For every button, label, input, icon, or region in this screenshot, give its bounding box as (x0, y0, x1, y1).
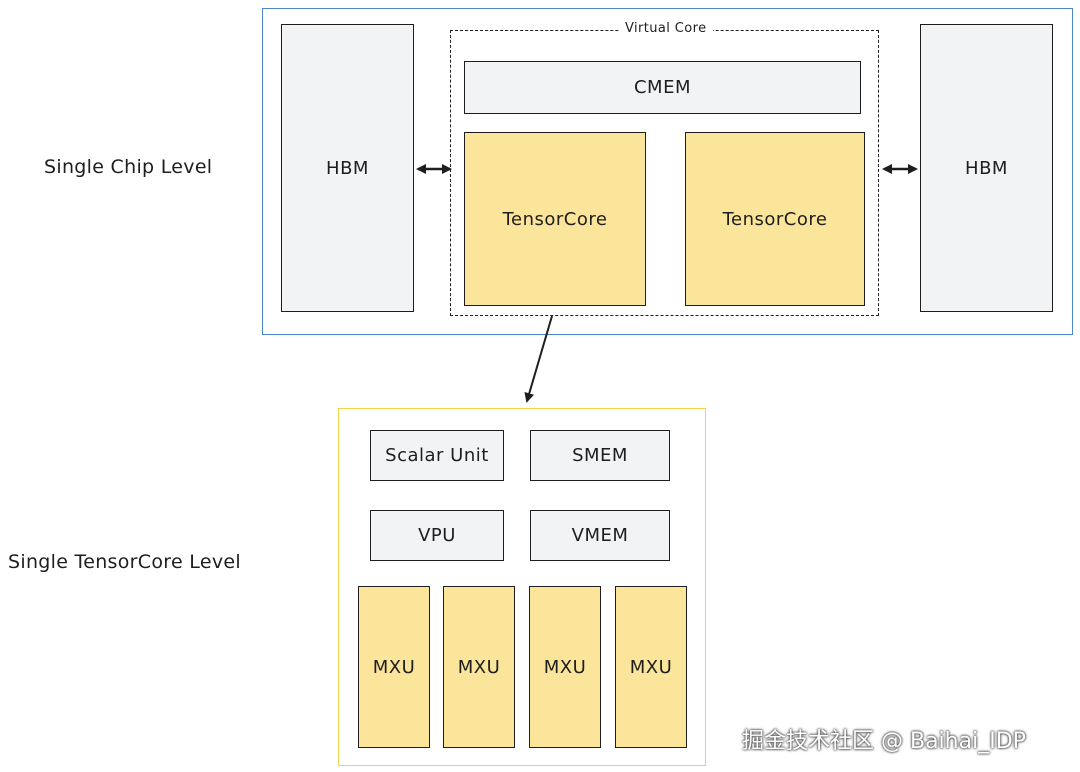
tensorcore-block-1: TensorCore (464, 132, 646, 306)
vmem-label: VMEM (571, 525, 629, 546)
mxu-2-label: MXU (457, 656, 501, 678)
cmem-label: CMEM (633, 77, 691, 98)
mxu-block-1: MXU (358, 586, 430, 748)
cmem-block: CMEM (464, 61, 861, 114)
hbm-left-label: HBM (326, 157, 369, 179)
hbm-right-label: HBM (965, 157, 1008, 179)
vmem-block: VMEM (530, 510, 670, 561)
tensorcore-2-label: TensorCore (722, 208, 828, 230)
chip-container (262, 8, 1073, 335)
scalar-unit-label: Scalar Unit (385, 445, 489, 466)
single-tensorcore-level-label: Single TensorCore Level (8, 551, 241, 573)
mxu-block-4: MXU (615, 586, 687, 748)
hbm-right: HBM (920, 24, 1053, 312)
hbm-left: HBM (281, 24, 414, 312)
smem-label: SMEM (572, 445, 628, 466)
mxu-block-2: MXU (443, 586, 515, 748)
smem-block: SMEM (530, 430, 670, 481)
single-chip-level-label: Single Chip Level (44, 156, 213, 178)
tensorcore-1-label: TensorCore (502, 208, 608, 230)
vpu-block: VPU (370, 510, 504, 561)
tensorcore-zoom-arrow (524, 315, 553, 403)
mxu-1-label: MXU (372, 656, 416, 678)
watermark-text: 掘金技术社区 @ Baihai_IDP (742, 729, 1026, 754)
mxu-3-label: MXU (543, 656, 587, 678)
tensorcore-block-2: TensorCore (685, 132, 865, 306)
scalar-unit-block: Scalar Unit (370, 430, 504, 481)
vpu-label: VPU (418, 525, 456, 546)
mxu-block-3: MXU (529, 586, 601, 748)
virtual-core-title: Virtual Core (619, 21, 713, 36)
tensorcore-detail-container (338, 408, 706, 766)
mxu-4-label: MXU (629, 656, 673, 678)
